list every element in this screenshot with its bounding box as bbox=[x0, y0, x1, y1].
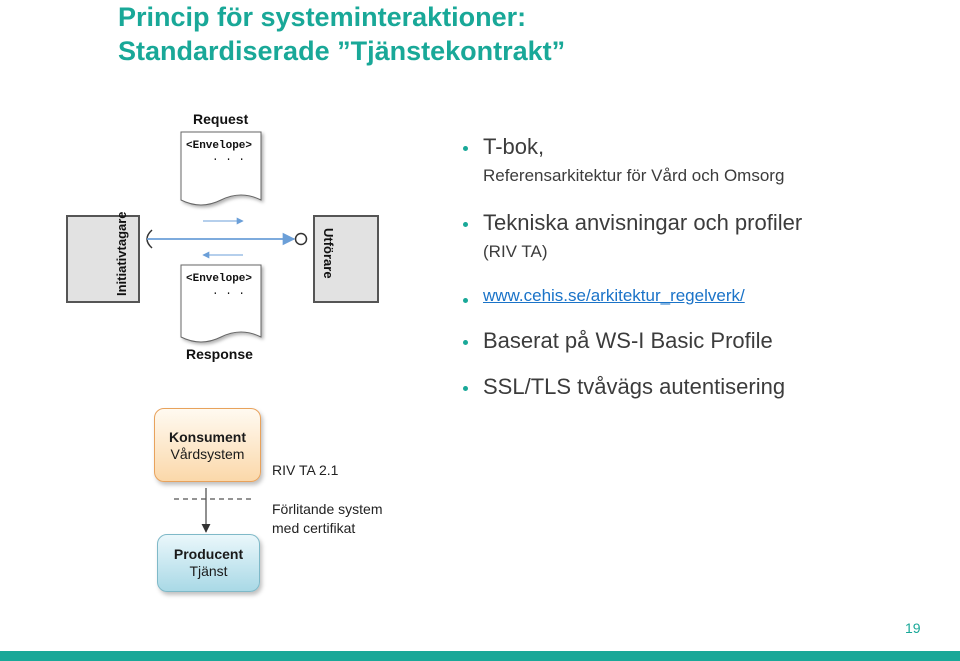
bullet-icon bbox=[463, 146, 468, 152]
bullet-text: Tekniska anvisningar och profiler bbox=[483, 210, 803, 235]
cehis-link[interactable]: www.cehis.se/arkitektur_regelverk/ bbox=[483, 286, 745, 305]
bullet-icon bbox=[463, 386, 468, 392]
request-response-diagram: Request <Envelope> . . . Initiativtagare… bbox=[66, 111, 379, 362]
riv-ta-label: RIV TA 2.1 bbox=[272, 462, 339, 478]
bullet-icon bbox=[463, 298, 468, 304]
bullet-subtext: (RIV TA) bbox=[483, 242, 548, 261]
provider-lollipop-icon bbox=[294, 232, 308, 246]
title-line-2: Standardiserade ”Tjänstekontrakt” bbox=[118, 36, 566, 66]
trust-note-line-2: med certifikat bbox=[272, 520, 356, 536]
bullet-tbok: T-bok, Referensarkitektur för Vård och O… bbox=[463, 134, 784, 186]
initiator-box bbox=[66, 215, 140, 303]
bullet-text: T-bok, bbox=[483, 134, 545, 159]
page-number: 19 bbox=[905, 620, 921, 636]
request-label: Request bbox=[193, 111, 249, 127]
request-document-icon bbox=[180, 131, 262, 206]
trust-note: Förlitande system med certifikat bbox=[272, 500, 382, 538]
producer-box: Producent Tjänst bbox=[157, 534, 260, 592]
bullet-icon bbox=[463, 222, 468, 228]
request-envelope-text: <Envelope> bbox=[186, 140, 252, 152]
bullet-text: Baserat på WS-I Basic Profile bbox=[483, 328, 773, 353]
bullet-ssl-tls: SSL/TLS tvåvägs autentisering bbox=[463, 374, 785, 400]
request-dots: . . . bbox=[212, 152, 245, 164]
bullet-subtext: Referensarkitektur för Vård och Omsorg bbox=[483, 166, 785, 185]
response-document-icon bbox=[180, 264, 262, 343]
producer-subtitle: Tjänst bbox=[189, 563, 228, 579]
response-dots: . . . bbox=[212, 286, 245, 298]
bullet-riv-ta: Tekniska anvisningar och profiler (RIV T… bbox=[463, 210, 802, 262]
consumer-box: Konsument Vårdsystem bbox=[154, 408, 261, 482]
producer-title: Producent bbox=[173, 546, 244, 562]
bullet-link: www.cehis.se/arkitektur_regelverk/ bbox=[463, 286, 745, 306]
trust-note-line-1: Förlitande system bbox=[272, 501, 383, 517]
bullet-ws-i: Baserat på WS-I Basic Profile bbox=[463, 328, 773, 354]
response-label: Response bbox=[186, 346, 253, 362]
performer-box bbox=[313, 215, 379, 303]
page-title: Princip för systeminteraktioner: Standar… bbox=[118, 0, 565, 68]
consumer-title: Konsument bbox=[169, 429, 246, 445]
consumer-producer-connector bbox=[174, 488, 252, 533]
title-line-1: Princip för systeminteraktioner: bbox=[118, 2, 527, 32]
bullet-icon bbox=[463, 340, 468, 346]
footer-bar bbox=[0, 651, 960, 661]
consumer-subtitle: Vårdsystem bbox=[170, 446, 245, 462]
bullet-text: SSL/TLS tvåvägs autentisering bbox=[483, 374, 786, 399]
performer-label: Utförare bbox=[321, 228, 336, 279]
response-envelope-text: <Envelope> bbox=[186, 273, 252, 285]
initiator-label: Initiativtagare bbox=[114, 211, 129, 296]
